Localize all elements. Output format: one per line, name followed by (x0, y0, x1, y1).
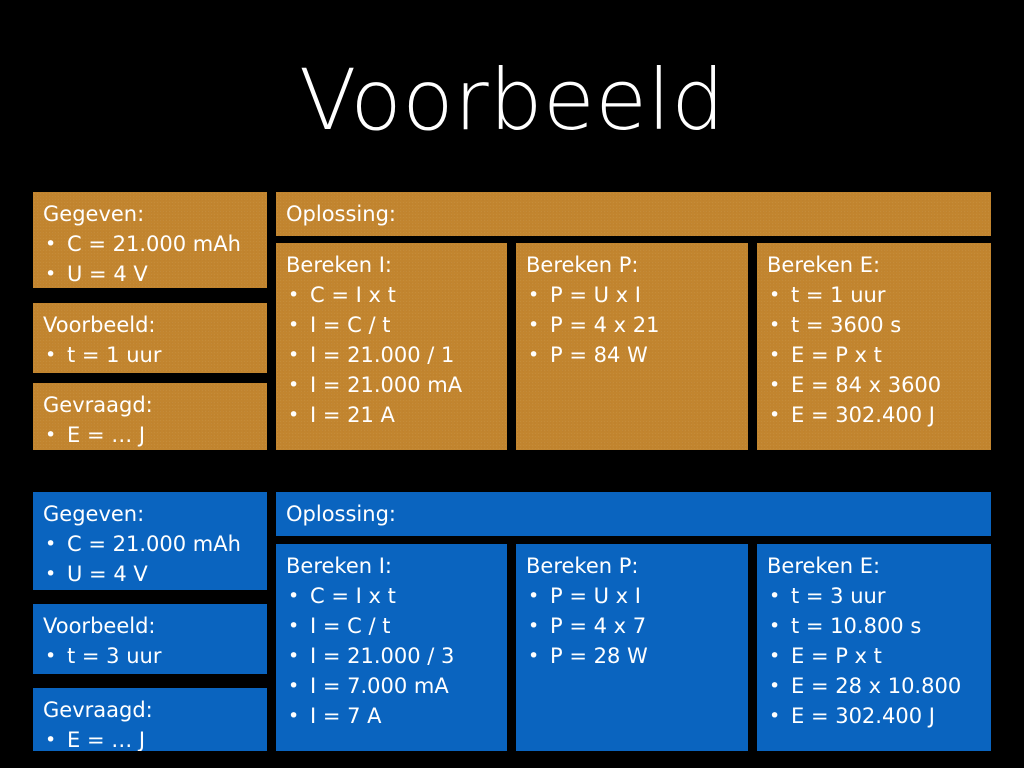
list-item: I = 21.000 / 3 (286, 641, 497, 671)
orange-solution-header: Oplossing: (276, 192, 991, 236)
bullet-list: E = … J (43, 725, 257, 751)
bullet-list: E = … J (43, 420, 257, 450)
list-item: U = 4 V (43, 259, 257, 288)
orange-solution-column-power: Bereken P: P = U x I P = 4 x 21 P = 84 W (516, 243, 748, 450)
blue-asked-panel: Gevraagd: E = … J (33, 688, 267, 751)
blue-solution-column-current: Bereken I: C = I x t I = C / t I = 21.00… (276, 544, 507, 751)
list-item: C = 21.000 mAh (43, 529, 257, 559)
list-item: C = I x t (286, 581, 497, 611)
panel-title: Voorbeeld: (43, 614, 156, 638)
list-item: E = P x t (767, 641, 981, 671)
bullet-list: P = U x I P = 4 x 21 P = 84 W (526, 280, 738, 370)
list-item: P = 4 x 7 (526, 611, 738, 641)
panel-title: Bereken I: (286, 554, 393, 578)
list-item: t = 1 uur (767, 280, 981, 310)
list-item: E = … J (43, 420, 257, 450)
blue-solution-column-power: Bereken P: P = U x I P = 4 x 7 P = 28 W (516, 544, 748, 751)
panel-title: Gegeven: (43, 502, 145, 526)
list-item: P = 28 W (526, 641, 738, 671)
list-item: P = U x I (526, 581, 738, 611)
panel-title: Oplossing: (286, 202, 396, 226)
list-item: I = 7.000 mA (286, 671, 497, 701)
bullet-list: t = 3 uur (43, 641, 257, 671)
list-item: E = … J (43, 725, 257, 751)
list-item: C = I x t (286, 280, 497, 310)
panel-title: Bereken E: (767, 253, 881, 277)
list-item: E = 28 x 10.800 (767, 671, 981, 701)
panel-title: Voorbeeld: (43, 313, 156, 337)
blue-solution-column-energy: Bereken E: t = 3 uur t = 10.800 s E = P … (757, 544, 991, 751)
list-item: E = 302.400 J (767, 400, 981, 430)
list-item: I = C / t (286, 611, 497, 641)
orange-example-panel: Voorbeeld: t = 1 uur (33, 303, 267, 373)
blue-given-panel: Gegeven: C = 21.000 mAh U = 4 V (33, 492, 267, 590)
list-item: E = 302.400 J (767, 701, 981, 731)
orange-given-panel: Gegeven: C = 21.000 mAh U = 4 V (33, 192, 267, 288)
bullet-list: C = 21.000 mAh U = 4 V (43, 529, 257, 589)
orange-solution-column-energy: Bereken E: t = 1 uur t = 3600 s E = P x … (757, 243, 991, 450)
panel-title: Gevraagd: (43, 393, 153, 417)
list-item: I = C / t (286, 310, 497, 340)
list-item: t = 10.800 s (767, 611, 981, 641)
panel-title: Bereken E: (767, 554, 881, 578)
panel-title: Gevraagd: (43, 698, 153, 722)
bullet-list: t = 3 uur t = 10.800 s E = P x t E = 28 … (767, 581, 981, 731)
bullet-list: C = I x t I = C / t I = 21.000 / 1 I = 2… (286, 280, 497, 430)
orange-solution-column-current: Bereken I: C = I x t I = C / t I = 21.00… (276, 243, 507, 450)
bullet-list: C = I x t I = C / t I = 21.000 / 3 I = 7… (286, 581, 497, 731)
list-item: E = P x t (767, 340, 981, 370)
list-item: t = 3 uur (767, 581, 981, 611)
panel-title: Bereken P: (526, 554, 639, 578)
panel-title: Oplossing: (286, 502, 396, 526)
orange-asked-panel: Gevraagd: E = … J (33, 383, 267, 450)
bullet-list: t = 1 uur (43, 340, 257, 370)
blue-example-panel: Voorbeeld: t = 3 uur (33, 604, 267, 674)
list-item: t = 1 uur (43, 340, 257, 370)
list-item: t = 3600 s (767, 310, 981, 340)
blue-solution-header: Oplossing: (276, 492, 991, 536)
list-item: I = 21.000 mA (286, 370, 497, 400)
list-item: P = 84 W (526, 340, 738, 370)
list-item: I = 21.000 / 1 (286, 340, 497, 370)
bullet-list: C = 21.000 mAh U = 4 V (43, 229, 257, 288)
list-item: U = 4 V (43, 559, 257, 589)
list-item: t = 3 uur (43, 641, 257, 671)
bullet-list: P = U x I P = 4 x 7 P = 28 W (526, 581, 738, 671)
list-item: I = 21 A (286, 400, 497, 430)
panel-title: Bereken P: (526, 253, 639, 277)
list-item: C = 21.000 mAh (43, 229, 257, 259)
list-item: P = U x I (526, 280, 738, 310)
panel-title: Bereken I: (286, 253, 393, 277)
list-item: E = 84 x 3600 (767, 370, 981, 400)
bullet-list: t = 1 uur t = 3600 s E = P x t E = 84 x … (767, 280, 981, 430)
list-item: I = 7 A (286, 701, 497, 731)
list-item: P = 4 x 21 (526, 310, 738, 340)
page-title: Voorbeeld (298, 51, 726, 149)
panel-title: Gegeven: (43, 202, 145, 226)
